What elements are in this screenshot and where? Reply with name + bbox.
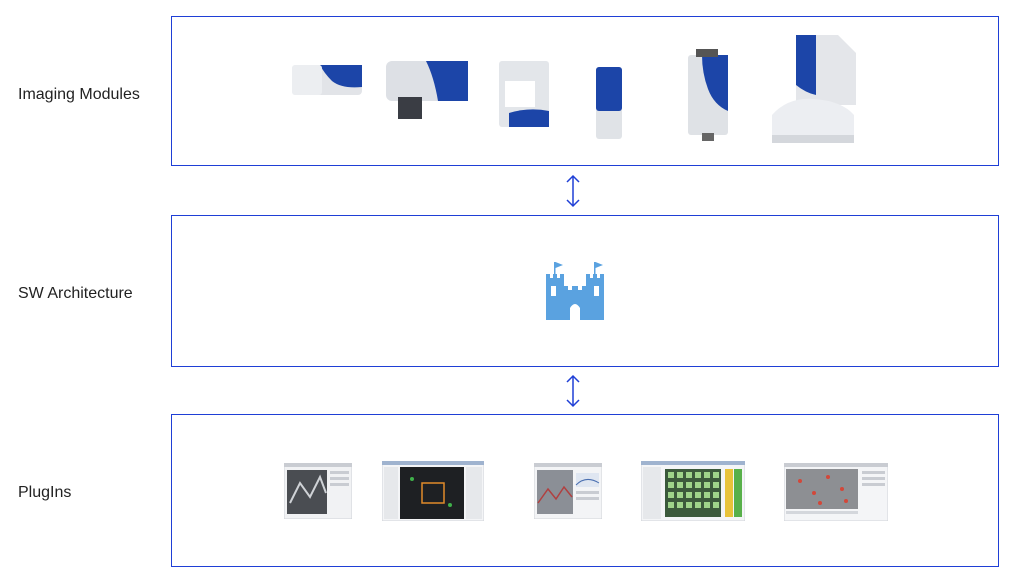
imaging-module-icon: [499, 57, 551, 129]
plugin-screenshot-icon: [784, 463, 888, 521]
plugin-screenshot-icon: [284, 463, 352, 519]
row-label-imaging-modules: Imaging Modules: [18, 86, 140, 103]
sw-architecture-box: [171, 215, 999, 367]
imaging-modules-box: [171, 16, 999, 166]
double-arrow-icon: [563, 173, 583, 209]
plugin-screenshot-icon: [641, 461, 745, 521]
imaging-module-icon: [386, 57, 470, 121]
imaging-module-icon: [292, 59, 364, 97]
plugins-box: [171, 414, 999, 567]
plugin-screenshot-icon: [382, 461, 484, 521]
row-label-sw-architecture: SW Architecture: [18, 285, 133, 302]
castle-icon: [544, 260, 606, 320]
imaging-module-icon: [686, 49, 730, 141]
imaging-module-icon: [596, 67, 624, 139]
plugin-screenshot-icon: [534, 463, 602, 519]
double-arrow-icon: [563, 373, 583, 409]
row-label-plugins: PlugIns: [18, 484, 72, 501]
imaging-module-icon: [768, 35, 860, 147]
